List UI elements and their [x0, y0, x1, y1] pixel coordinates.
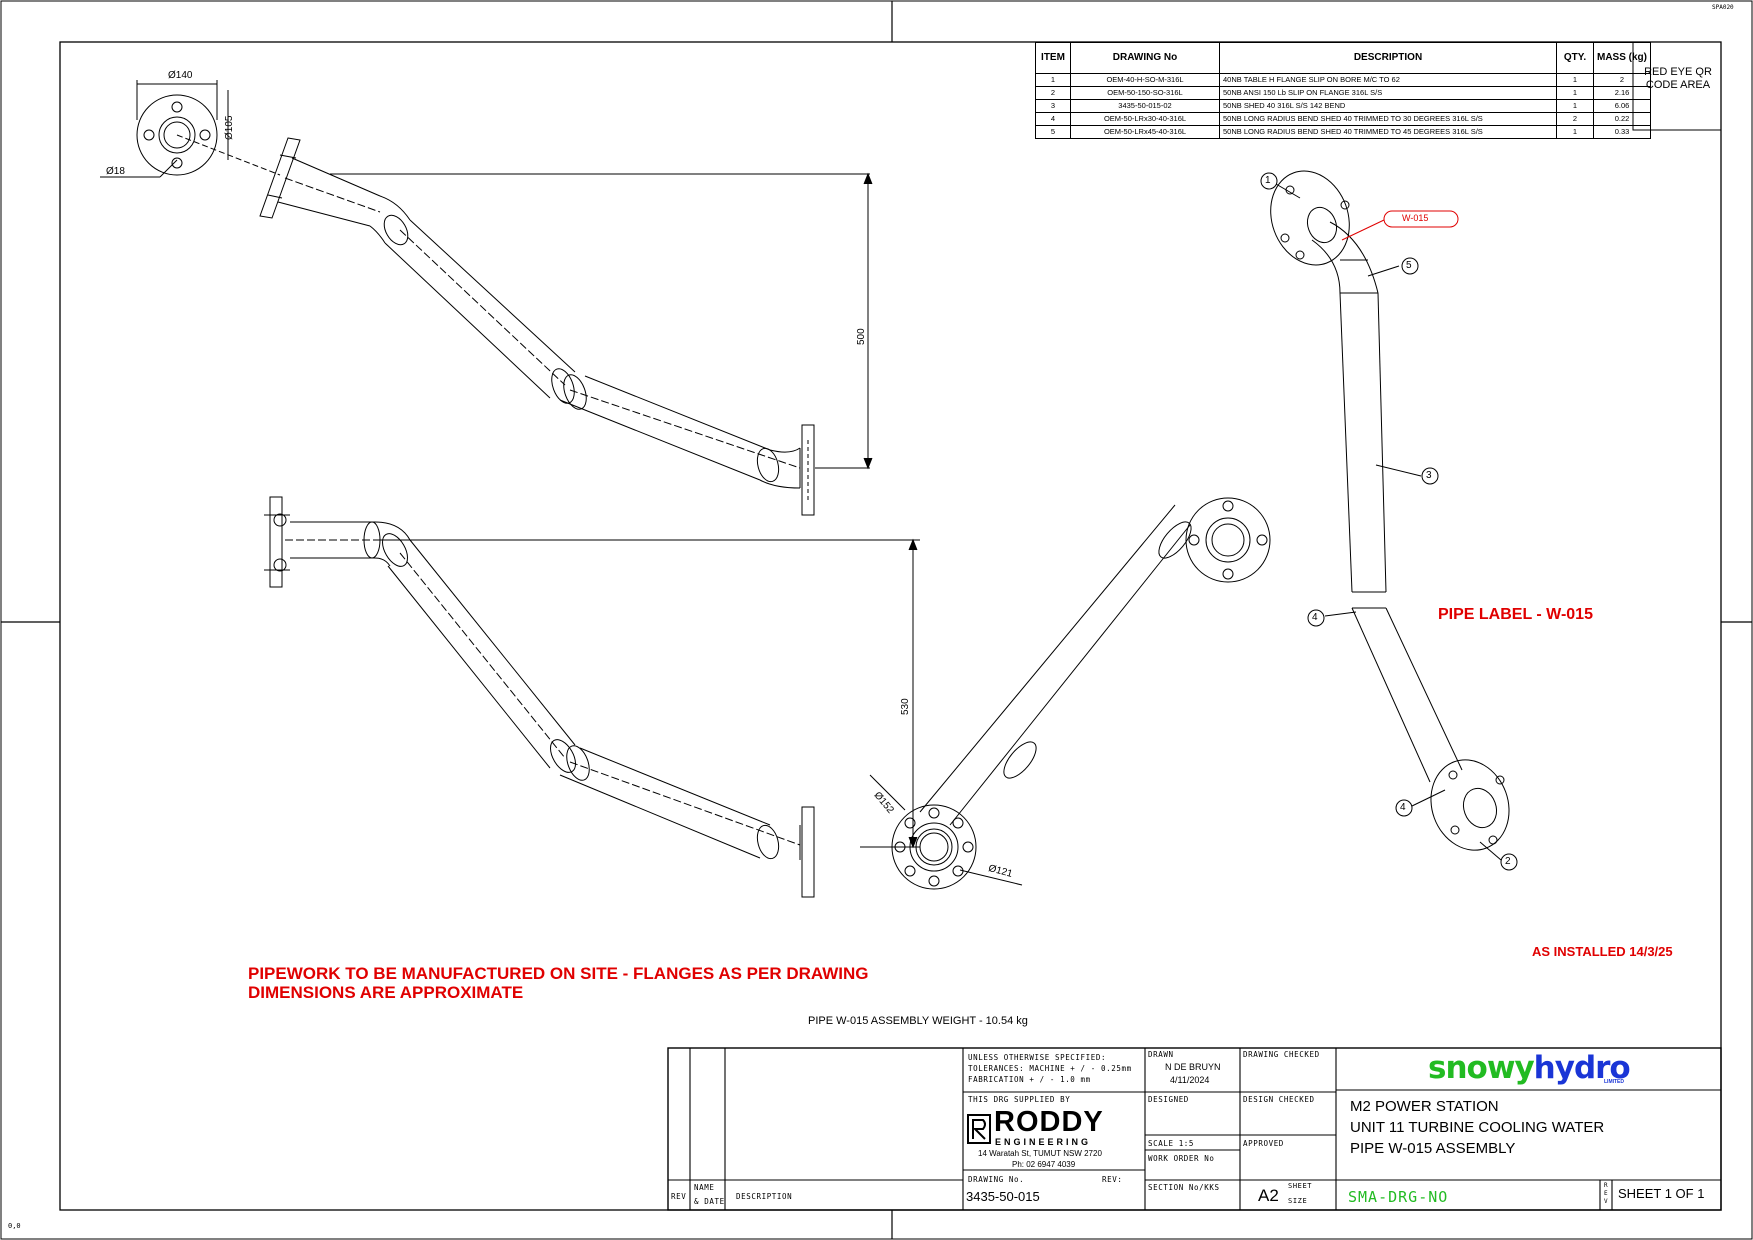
bom-row: 2 OEM-50-150-SO-316L 50NB ANSI 150 Lb SL…: [1035, 86, 1651, 100]
title-line-1: M2 POWER STATION: [1350, 1098, 1499, 1115]
pipe-view-top: [259, 137, 873, 516]
drawn-date: 4/11/2024: [1170, 1075, 1210, 1085]
rev-vertical: REV: [1604, 1182, 1608, 1205]
scale-label: SCALE 1:5: [1148, 1139, 1195, 1148]
drawing-title: M2 POWER STATION UNIT 11 TURBINE COOLING…: [1350, 1096, 1604, 1159]
bom-header-description: DESCRIPTION: [1219, 42, 1557, 74]
title-block-grid: [667, 1047, 1722, 1211]
item-balloons: [1260, 172, 1518, 871]
tolerance-note: UNLESS OTHERWISE SPECIFIED: TOLERANCES: …: [968, 1053, 1132, 1084]
origin-label: 0,0: [8, 1222, 21, 1230]
drawn-name: N DE BRUYN: [1165, 1062, 1221, 1072]
bom-header-drawing: DRAWING No: [1070, 42, 1220, 74]
bom-header-mass: MASS (kg): [1593, 42, 1651, 74]
balloon-1: 1: [1265, 175, 1271, 186]
bom-row: 5 OEM-50-LRx45-40-316L 50NB LONG RADIUS …: [1035, 125, 1651, 139]
size-label: SIZE: [1288, 1197, 1308, 1205]
rev-column: REV: [671, 1192, 687, 1201]
designed-label: DESIGNED: [1148, 1095, 1189, 1104]
dim-500: 500: [856, 328, 867, 345]
as-installed: AS INSTALLED 14/3/25: [1532, 944, 1673, 959]
supplied-label: THIS DRG SUPPLIED BY: [968, 1095, 1071, 1104]
sheet-label: SHEET: [1288, 1182, 1313, 1190]
company-phone: Ph: 02 6947 4039: [1012, 1160, 1076, 1169]
logo-limited: LIMITED: [1604, 1079, 1624, 1085]
dim-d18: Ø18: [106, 166, 125, 177]
sheet-code: SPA020: [1712, 4, 1734, 11]
sheet-size: A2: [1258, 1186, 1279, 1205]
drawn-label: DRAWN: [1148, 1050, 1174, 1059]
dim-530: 530: [900, 698, 911, 715]
title-line-3: PIPE W-015 ASSEMBLY: [1350, 1140, 1516, 1157]
pipe-label: PIPE LABEL - W-015: [1438, 606, 1593, 623]
manufacture-note: PIPEWORK TO BE MANUFACTURED ON SITE - FL…: [248, 964, 869, 1002]
company-address: 14 Waratah St, TUMUT NSW 2720: [978, 1149, 1102, 1158]
bom-header-qty: QTY.: [1556, 42, 1594, 74]
rev-label: REV:: [1102, 1175, 1123, 1184]
bom-row: 1 OEM-40-H-SO-M-316L 40NB TABLE H FLANGE…: [1035, 73, 1651, 87]
note-line-2: DIMENSIONS ARE APPROXIMATE: [248, 983, 524, 1002]
name-column: NAME: [694, 1183, 715, 1192]
description-column: DESCRIPTION: [736, 1192, 793, 1201]
roddy-logo-mark: [967, 1114, 991, 1144]
balloon-4b: 4: [1400, 802, 1406, 813]
bill-of-materials: ITEM DRAWING No DESCRIPTION QTY. MASS (k…: [1035, 42, 1651, 139]
bom-row: 3 3435-50-015-02 50NB SHED 40 316L S/S 1…: [1035, 99, 1651, 113]
pipe-view-end: [869, 497, 1271, 890]
balloon-5: 5: [1406, 260, 1412, 271]
note-line-1: PIPEWORK TO BE MANUFACTURED ON SITE - FL…: [248, 964, 869, 983]
balloon-4a: 4: [1312, 612, 1318, 623]
drawing-no-label: DRAWING No.: [968, 1175, 1025, 1184]
section-label: SECTION No/KKS: [1148, 1183, 1220, 1192]
qr-code-area: RED EYE QR CODE AREA: [1644, 66, 1712, 91]
work-order-label: WORK ORDER No: [1148, 1154, 1215, 1163]
sheet-of: SHEET 1 OF 1: [1618, 1186, 1705, 1201]
sma-drawing-no: SMA-DRG-NO: [1348, 1188, 1449, 1206]
date-column: & DATE: [694, 1197, 725, 1206]
company-name: RODDY: [994, 1106, 1104, 1138]
dim-d140: Ø140: [168, 70, 193, 81]
bom-row: 4 OEM-50-LRx30-40-316L 50NB LONG RADIUS …: [1035, 112, 1651, 126]
flange-end-view-top: [100, 80, 281, 178]
balloon-3: 3: [1426, 470, 1432, 481]
bom-header-item: ITEM: [1035, 42, 1071, 74]
pipe-view-right: [1270, 170, 1510, 861]
design-checked-label: DESIGN CHECKED: [1243, 1095, 1315, 1104]
dim-d105: Ø105: [224, 115, 235, 140]
approved-label: APPROVED: [1243, 1139, 1284, 1148]
drawing-no: 3435-50-015: [966, 1189, 1040, 1204]
company-sub: ENGINEERING: [995, 1137, 1092, 1147]
pipe-tag: W-015: [1402, 213, 1429, 223]
snowy-hydro-wordmark: snowyhydro: [1428, 1050, 1631, 1086]
assembly-weight: PIPE W-015 ASSEMBLY WEIGHT - 10.54 kg: [808, 1015, 1028, 1027]
drawing-checked-label: DRAWING CHECKED: [1243, 1050, 1320, 1059]
balloon-2: 2: [1505, 856, 1511, 867]
title-line-2: UNIT 11 TURBINE COOLING WATER: [1350, 1119, 1605, 1136]
pipe-view-lower: [264, 496, 920, 898]
